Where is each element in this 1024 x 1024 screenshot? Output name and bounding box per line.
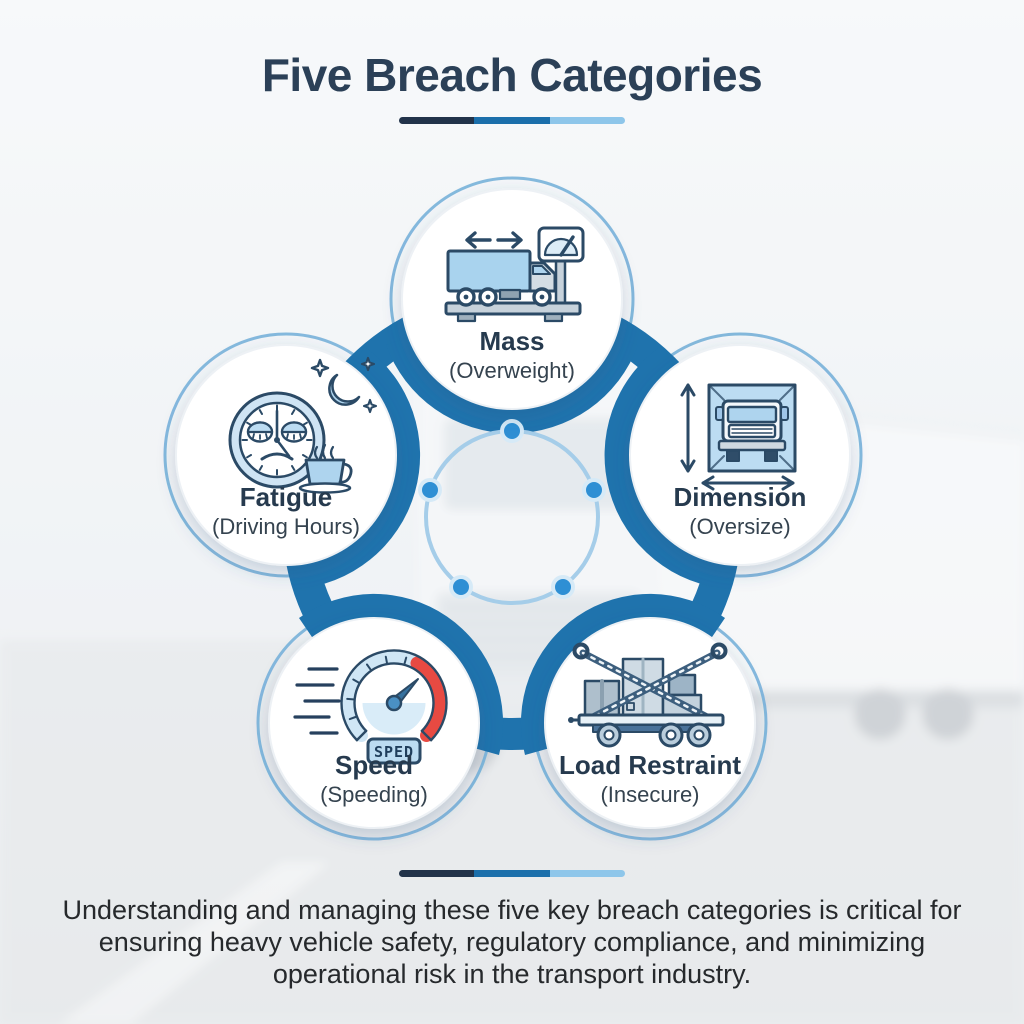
- category-node-speed: SPED Speed (Speeding): [268, 617, 480, 829]
- divider-segment-lightblue: [549, 870, 625, 877]
- category-subtitle: (Insecure): [600, 782, 699, 807]
- truck-on-weighbridge-icon: [444, 226, 585, 323]
- divider-segment-blue: [474, 117, 550, 124]
- divider-segment-blue: [474, 870, 550, 877]
- speedometer-icon: SPED: [293, 649, 448, 765]
- category-name: Dimension: [674, 482, 807, 512]
- footer-divider: [399, 870, 625, 877]
- divider-segment-navy: [399, 870, 475, 877]
- center-ring: [424, 429, 600, 605]
- center-dots: [418, 419, 606, 599]
- divider-segment-lightblue: [549, 117, 625, 124]
- category-name: Speed: [335, 750, 413, 780]
- footer-description: Understanding and managing these five ke…: [62, 895, 962, 989]
- category-subtitle: (Driving Hours): [212, 514, 360, 539]
- title-divider: [399, 117, 625, 124]
- category-node-fatigue: Fatigue (Driving Hours): [175, 344, 397, 566]
- category-subtitle: (Overweight): [449, 358, 575, 383]
- category-node-mass: Mass (Overweight): [401, 188, 623, 410]
- center-hub: [418, 419, 606, 605]
- truck-size-arrows-icon: [680, 383, 797, 491]
- chained-cargo-trailer-icon: [568, 642, 728, 748]
- page-title: Five Breach Categories: [261, 49, 763, 101]
- category-name: Fatigue: [240, 482, 332, 512]
- footer: Understanding and managing these five ke…: [0, 870, 1024, 990]
- header: Five Breach Categories: [0, 0, 1024, 124]
- sleepy-clock-moon-coffee-icon: [228, 356, 378, 494]
- gauge-label: SPED: [374, 743, 414, 761]
- divider-segment-navy: [399, 117, 475, 124]
- category-subtitle: (Speeding): [320, 782, 428, 807]
- category-node-load-restraint: Load Restraint (Insecure): [544, 617, 756, 829]
- connector-wedges: [293, 336, 732, 755]
- category-node-dimension: Dimension (Oversize): [629, 344, 851, 566]
- category-name: Mass: [479, 326, 544, 356]
- category-name: Load Restraint: [559, 750, 741, 780]
- category-subtitle: (Oversize): [689, 514, 790, 539]
